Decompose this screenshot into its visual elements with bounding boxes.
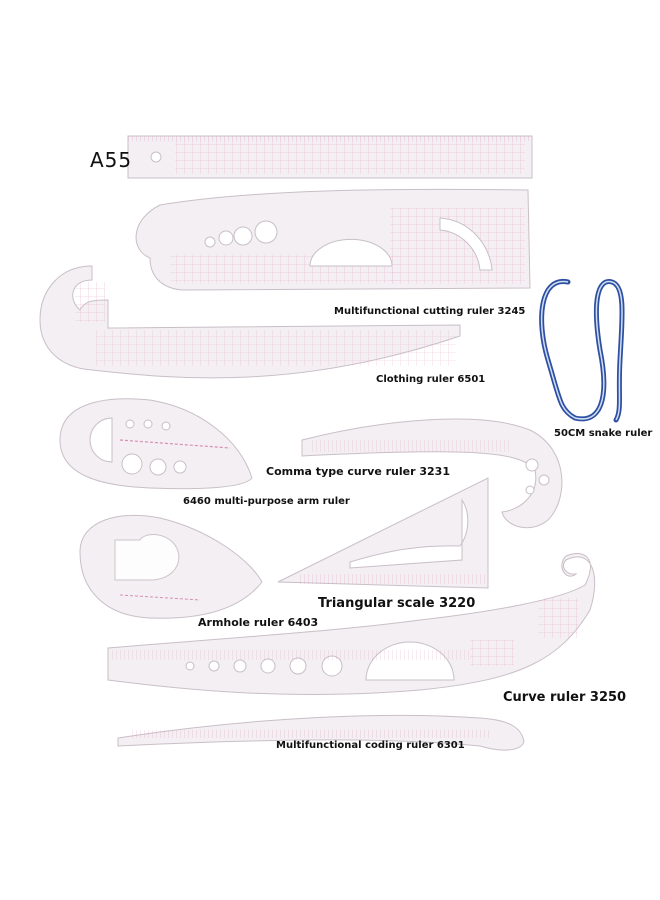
curve-ruler-3250 — [107, 553, 596, 696]
cutting-ruler-3245 — [135, 188, 531, 291]
clothing-ruler-6501 — [39, 265, 461, 379]
ruler-label-coding: Multifunctional coding ruler 6301 — [276, 740, 465, 751]
ruler-label-curve: Curve ruler 3250 — [503, 690, 627, 705]
ruler-label-arm: 6460 multi-purpose arm ruler — [183, 496, 350, 507]
arm-ruler-6460 — [59, 398, 253, 490]
coding-ruler-6301 — [117, 714, 525, 751]
straight-ruler-a55 — [127, 135, 533, 179]
ruler-label-a55: A55 — [90, 148, 133, 172]
comma-curve-ruler-3231 — [301, 418, 563, 529]
ruler-label-comma: Comma type curve ruler 3231 — [266, 465, 450, 478]
triangular-scale-3220 — [277, 477, 489, 589]
ruler-label-cutting: Multifunctional cutting ruler 3245 — [334, 306, 526, 317]
armhole-ruler-6403 — [79, 514, 263, 619]
ruler-label-armhole: Armhole ruler 6403 — [198, 616, 319, 629]
ruler-label-clothing: Clothing ruler 6501 — [376, 374, 486, 385]
ruler-label-triangular: Triangular scale 3220 — [318, 596, 476, 611]
snake-ruler — [539, 279, 625, 423]
ruler-label-snake: 50CM snake ruler — [554, 428, 653, 439]
